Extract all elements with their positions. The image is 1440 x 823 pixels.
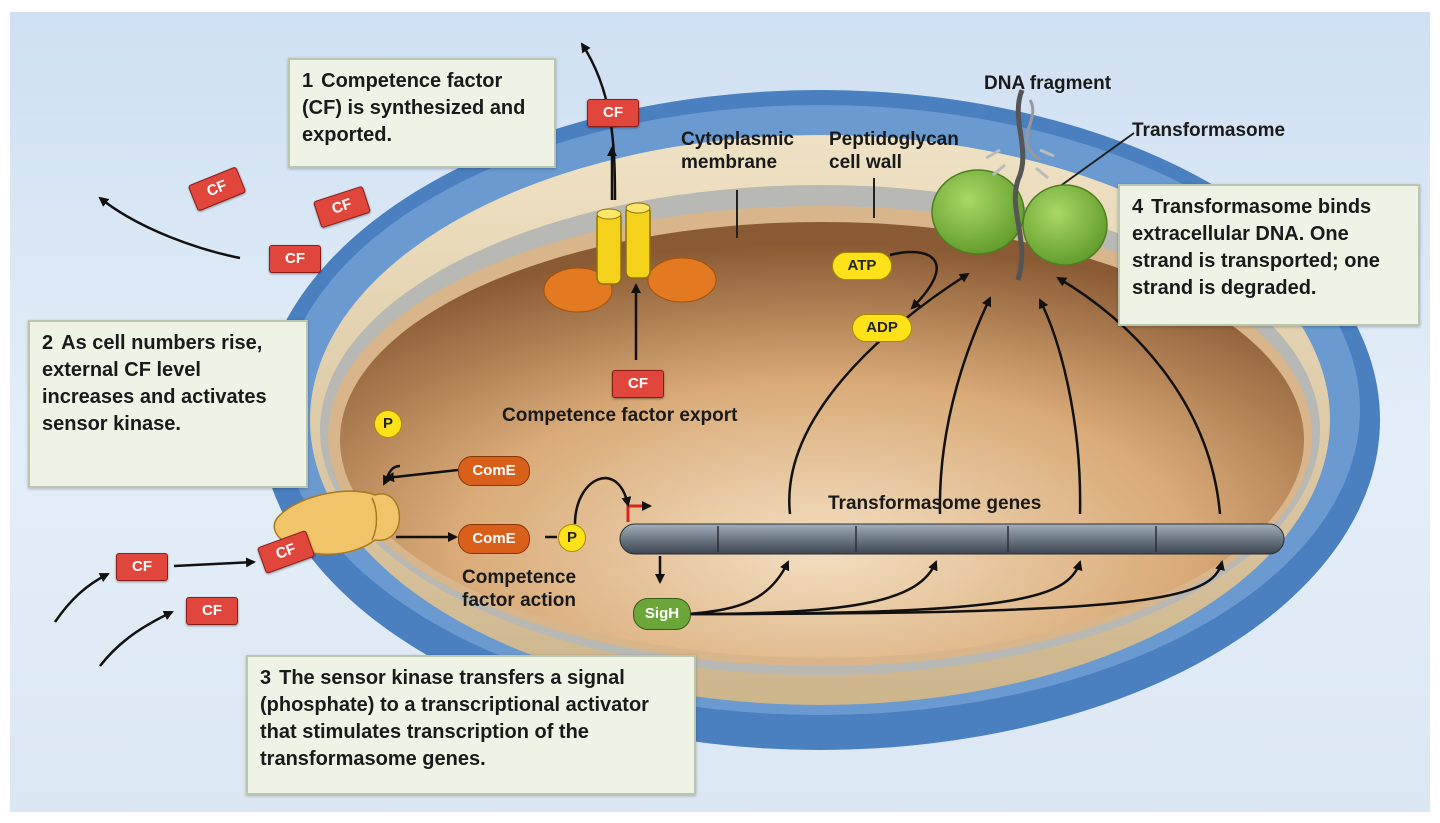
step-number: 4 bbox=[1132, 196, 1144, 218]
adp-molecule: ADP bbox=[852, 314, 912, 342]
step-text: The sensor kinase transfers a signal (ph… bbox=[260, 667, 649, 770]
phosphate-circle: P bbox=[374, 410, 402, 438]
transformasome-label: Transformasome bbox=[1132, 120, 1286, 141]
cf-token: CF bbox=[612, 370, 664, 398]
arrows bbox=[53, 42, 1225, 667]
step-number: 1 bbox=[302, 70, 314, 92]
cf-token: CF bbox=[116, 553, 168, 581]
come-protein-phosphorylated: ComE bbox=[458, 524, 530, 554]
cf-export-channel bbox=[543, 202, 717, 313]
step-number: 3 bbox=[260, 667, 272, 689]
step-text: Transformasome binds extracellular DNA. … bbox=[1132, 196, 1380, 299]
cf-export-label: Competence factor export bbox=[502, 405, 738, 426]
peptidoglycan-label: Peptidoglycan cell wall bbox=[829, 129, 959, 173]
transformasome-genes-label: Transformasome genes bbox=[828, 493, 1042, 514]
cf-token: CF bbox=[186, 597, 238, 625]
cf-action-label: Competence factor action bbox=[462, 567, 577, 611]
gene-bar bbox=[619, 501, 1285, 555]
step-text: Competence factor (CF) is synthesized an… bbox=[302, 70, 526, 146]
step-number: 2 bbox=[42, 332, 54, 354]
come-protein: ComE bbox=[458, 456, 530, 486]
dna-fragment-label: DNA fragment bbox=[984, 73, 1112, 94]
sigh-protein: SigH bbox=[633, 598, 691, 630]
cf-token: CF bbox=[269, 245, 321, 273]
phosphate-circle: P bbox=[558, 524, 586, 552]
transformasome-complex bbox=[931, 89, 1108, 281]
step-text: As cell numbers rise, external CF level … bbox=[42, 332, 267, 435]
cf-token: CF bbox=[587, 99, 639, 127]
atp-molecule: ATP bbox=[832, 252, 892, 280]
cytoplasmic-membrane-label: Cytoplasmic membrane bbox=[681, 129, 794, 173]
